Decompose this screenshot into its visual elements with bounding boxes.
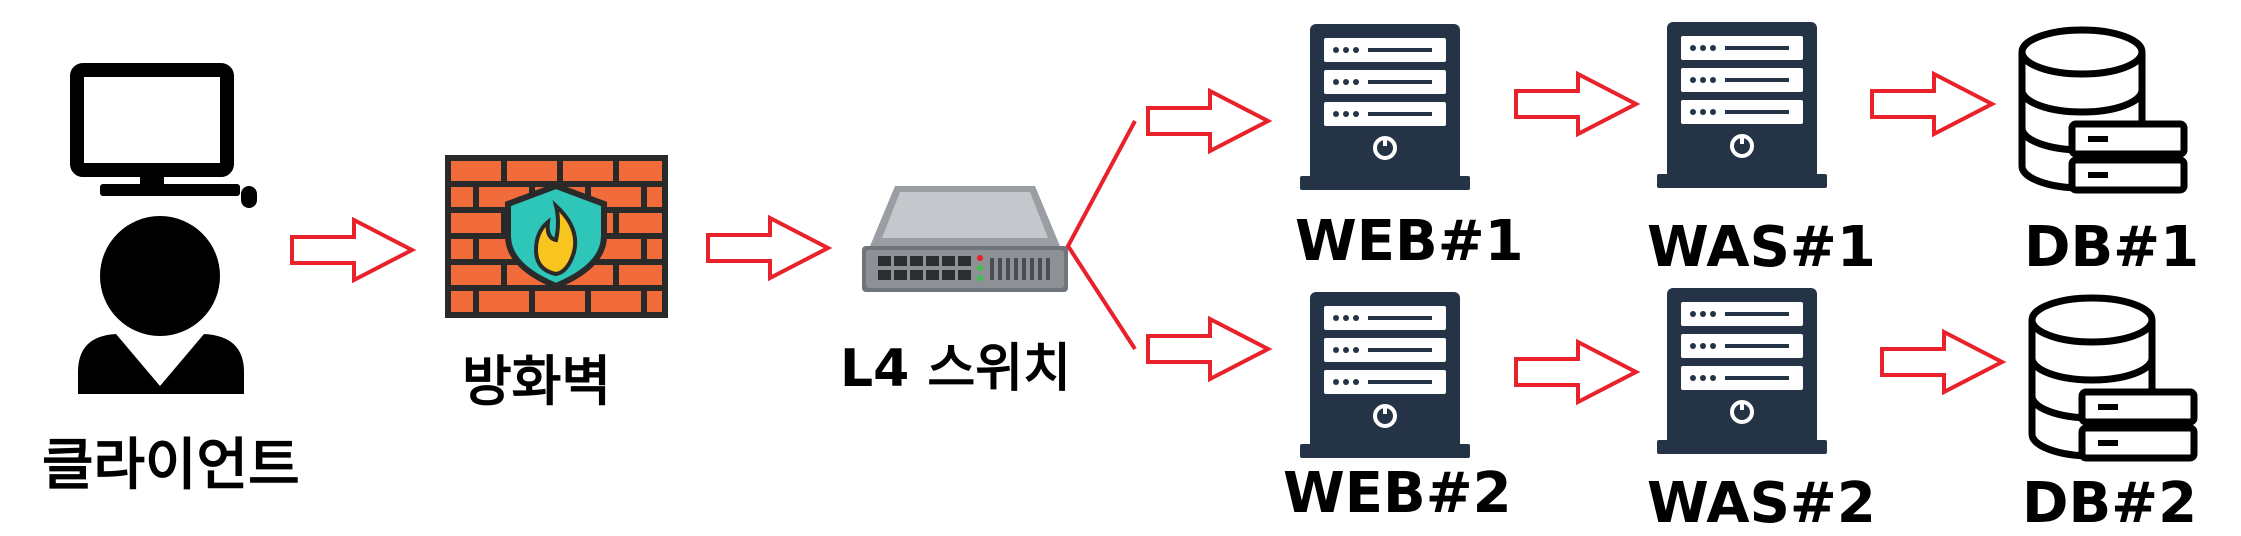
firewall-label: 방화벽 xyxy=(462,350,612,413)
database-icon-db2 xyxy=(2032,298,2194,458)
arrow-l4-to-web1 xyxy=(1146,89,1270,153)
server-icon-web1 xyxy=(1298,22,1472,192)
arrow-firewall-to-l4 xyxy=(706,216,830,280)
db2-label: DB#2 xyxy=(2022,471,2198,536)
arrow-web2-to-was2 xyxy=(1514,340,1638,404)
firewall-icon xyxy=(445,155,668,318)
was2-label: WAS#2 xyxy=(1647,471,1876,536)
arrow-web1-to-was1 xyxy=(1514,72,1638,136)
l4-switch-icon xyxy=(862,186,1068,292)
arrow-branch-line xyxy=(1065,120,1137,351)
client-label: 클라이언트 xyxy=(42,433,300,498)
server-icon-web2 xyxy=(1298,290,1472,460)
l4-switch-label: L4 스위치 xyxy=(840,339,1071,399)
server-icon-was1 xyxy=(1655,20,1829,190)
arrow-l4-to-web2 xyxy=(1146,317,1270,381)
db1-label: DB#1 xyxy=(2024,215,2200,280)
server-icon-was2 xyxy=(1655,286,1829,456)
arrow-client-to-firewall xyxy=(290,218,414,282)
web2-label: WEB#2 xyxy=(1283,461,1512,526)
arrow-was1-to-db1 xyxy=(1870,72,1994,136)
database-icon-db1 xyxy=(2022,30,2184,190)
arrow-was2-to-db2 xyxy=(1880,330,2004,394)
was1-label: WAS#1 xyxy=(1647,215,1876,280)
client-computer-icon xyxy=(70,63,257,394)
web1-label: WEB#1 xyxy=(1295,209,1524,274)
